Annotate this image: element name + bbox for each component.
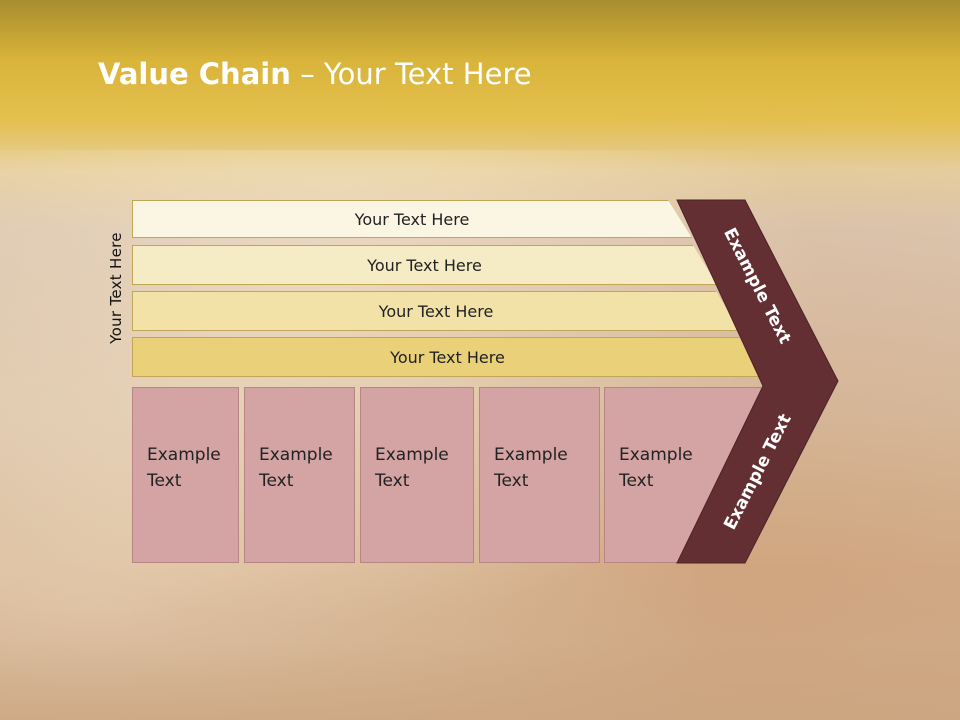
support-bar-2[interactable]: Your Text Here	[132, 245, 717, 285]
primary-activity-1[interactable]: Example Text	[132, 387, 239, 563]
support-bar-3[interactable]: Your Text Here	[132, 291, 740, 331]
primary-activity-line1: Example	[619, 445, 693, 465]
primary-activity-3[interactable]: Example Text	[360, 387, 474, 563]
primary-activity-line2: Text	[375, 471, 410, 491]
primary-activity-line2: Text	[147, 471, 182, 491]
support-bar-4[interactable]: Your Text Here	[132, 337, 763, 377]
support-bar-label: Your Text Here	[354, 209, 470, 229]
primary-activity-line1: Example	[494, 445, 568, 465]
support-bar-label: Your Text Here	[390, 347, 505, 367]
primary-activity-line1: Example	[375, 445, 449, 465]
slide-title: Value Chain – Your Text Here	[98, 54, 532, 94]
support-bar-label: Your Text Here	[378, 301, 494, 321]
primary-activity-2[interactable]: Example Text	[244, 387, 355, 563]
primary-activity-4[interactable]: Example Text	[479, 387, 600, 563]
primary-activity-line1: Example	[259, 445, 333, 465]
title-bold: Value Chain	[98, 57, 291, 91]
support-bar-label: Your Text Here	[367, 255, 482, 275]
primary-activity-line2: Text	[494, 471, 529, 491]
support-bar-1[interactable]: Your Text Here	[132, 200, 692, 238]
margin-arrow[interactable]	[676, 199, 839, 564]
primary-activity-line1: Example	[147, 445, 221, 465]
primary-activity-line2: Text	[619, 471, 654, 491]
title-separator: –	[290, 57, 324, 91]
title-rest: Your Text Here	[323, 57, 532, 91]
primary-activity-line2: Text	[259, 471, 294, 491]
